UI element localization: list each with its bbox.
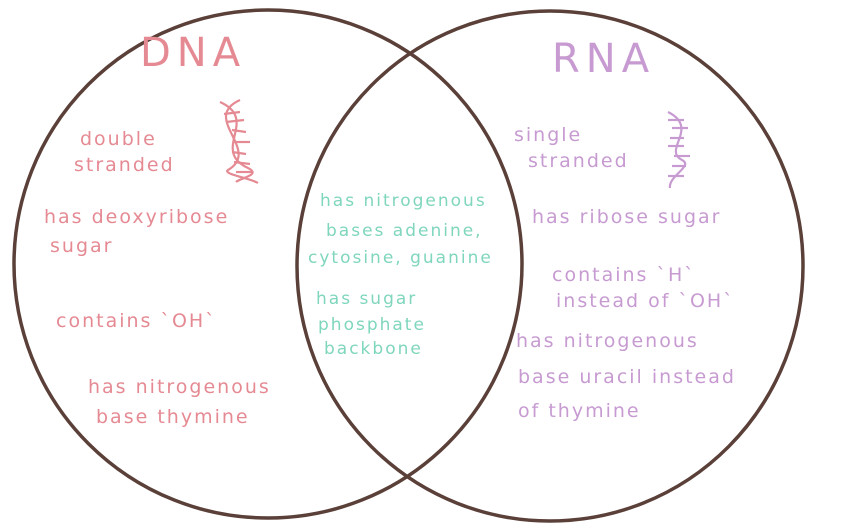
dna-title: DNA	[140, 30, 247, 76]
dna-circle	[12, 8, 524, 520]
shared-text-line: phosphate	[318, 315, 426, 335]
dna-text-line: has deoxyribose	[44, 206, 230, 228]
single-strand-icon	[667, 111, 690, 189]
rna-text-line: of thymine	[518, 400, 641, 422]
dna-text-line: sugar	[50, 235, 114, 257]
shared-text-line: bases adenine,	[326, 221, 483, 241]
shared-text-line: cytosine, guanine	[308, 248, 493, 268]
dna-text-line: contains `OH`	[56, 310, 217, 332]
shared-text-line: has sugar	[316, 289, 418, 309]
rna-title: RNA	[552, 36, 656, 82]
rna-text-line: single	[514, 124, 583, 146]
double-helix-icon	[219, 98, 259, 184]
dna-text-line: double	[80, 128, 157, 150]
shared-text-line: backbone	[324, 339, 423, 359]
rna-text-line: contains `H`	[552, 264, 696, 286]
dna-text-line: has nitrogenous	[88, 376, 271, 398]
shared-text-line: has nitrogenous	[320, 191, 487, 211]
dna-text-line: stranded	[74, 154, 175, 176]
rna-text-line: instead of `OH`	[556, 290, 735, 312]
rna-text-line: base uracil instead	[518, 366, 736, 388]
rna-text-line: has ribose sugar	[532, 206, 722, 228]
dna-text-line: base thymine	[96, 406, 250, 428]
rna-circle	[295, 9, 805, 523]
rna-text-line: has nitrogenous	[516, 330, 699, 352]
rna-text-line: stranded	[528, 150, 629, 172]
